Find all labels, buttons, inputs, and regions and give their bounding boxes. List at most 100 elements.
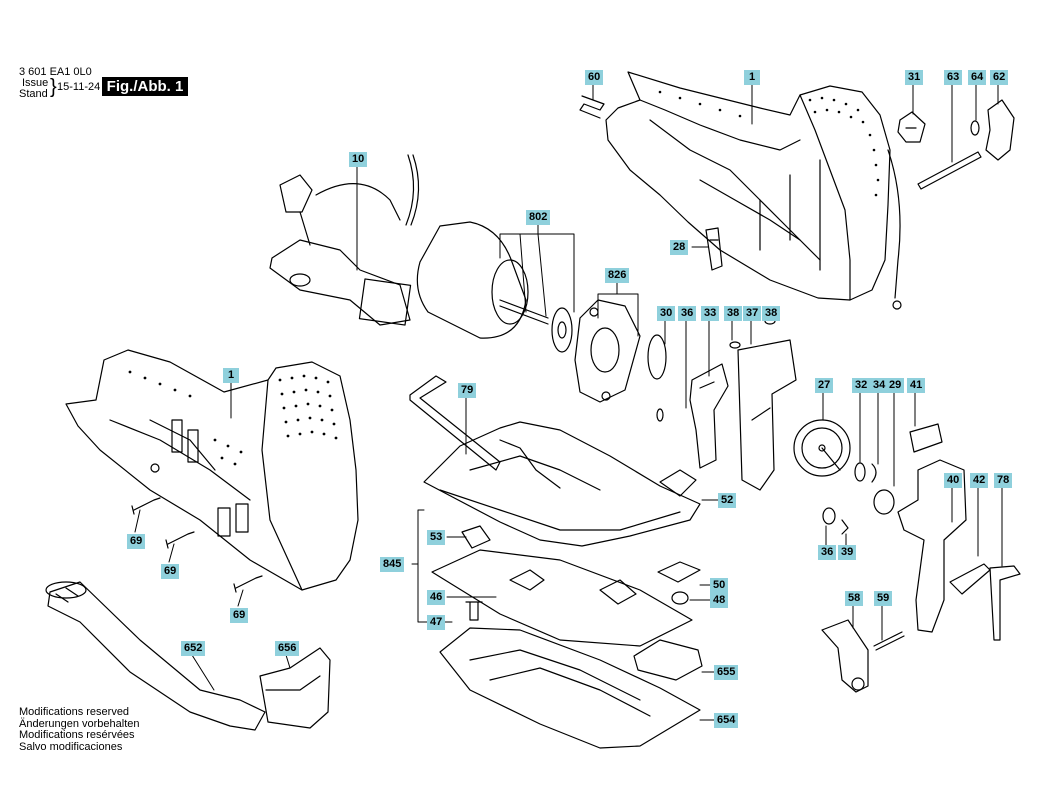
note-en: Modifications reserved	[19, 706, 130, 718]
note-fr: Modifications resérvées	[19, 729, 135, 742]
callout-53[interactable]: 53	[427, 530, 446, 545]
bushing-41	[909, 423, 943, 453]
callout-63[interactable]: 63	[944, 70, 963, 85]
pin-64	[970, 120, 980, 136]
allen-key-79	[409, 375, 501, 471]
callout-32[interactable]: 32	[852, 378, 871, 393]
pin-38a	[729, 341, 741, 349]
callout-69-a[interactable]: 69	[127, 534, 146, 549]
callout-79[interactable]: 79	[458, 383, 477, 398]
spring-clip-60	[579, 95, 605, 119]
modifications-notes: Modifications reserved Änderungen vorbeh…	[19, 706, 140, 753]
pin-63	[917, 151, 982, 190]
callout-33[interactable]: 33	[701, 306, 720, 321]
callout-40[interactable]: 40	[944, 473, 963, 488]
callout-64[interactable]: 64	[968, 70, 987, 85]
callout-50[interactable]: 50	[710, 578, 729, 593]
stroke-rod-40	[897, 459, 967, 633]
callout-36-bottom[interactable]: 36	[818, 545, 837, 560]
callout-60[interactable]: 60	[585, 70, 604, 85]
leader-lines	[134, 83, 1003, 721]
callout-37[interactable]: 37	[743, 306, 762, 321]
callout-1-rear[interactable]: 1	[744, 70, 760, 85]
housing-texture-rear	[658, 90, 880, 197]
roller-29	[873, 489, 895, 515]
callout-48[interactable]: 48	[710, 593, 729, 608]
issue-label: Issue	[22, 77, 49, 89]
lever-42	[949, 563, 991, 595]
guide-plate-33	[689, 363, 729, 469]
adjuster-50	[657, 561, 701, 583]
callout-59[interactable]: 59	[874, 591, 893, 606]
callout-802[interactable]: 802	[526, 210, 551, 225]
callout-41[interactable]: 41	[907, 378, 926, 393]
housing-texture-front	[128, 370, 338, 466]
callout-656[interactable]: 656	[275, 641, 300, 656]
knob-48	[671, 591, 689, 605]
callout-10[interactable]: 10	[349, 152, 368, 167]
callout-845[interactable]: 845	[380, 557, 405, 572]
callout-78[interactable]: 78	[994, 473, 1013, 488]
housing-shell-rear	[605, 71, 902, 310]
guide-shoe-46	[431, 549, 693, 647]
brace-glyph: }	[50, 76, 57, 98]
gear-27	[793, 419, 851, 477]
callout-31[interactable]: 31	[905, 70, 924, 85]
allen-key-78	[989, 565, 1021, 641]
base-cover-654	[439, 627, 701, 749]
callout-1-front[interactable]: 1	[223, 368, 239, 383]
callout-38-left[interactable]: 38	[724, 306, 743, 321]
lever-62	[985, 99, 1015, 161]
note-de: Änderungen vorbehalten	[19, 717, 140, 730]
callout-46[interactable]: 46	[427, 590, 446, 605]
note-es: Salvo modificaciones	[19, 740, 123, 753]
callout-30[interactable]: 30	[657, 306, 676, 321]
washer-36b	[822, 507, 836, 525]
ring-32	[854, 462, 866, 482]
clip-39	[841, 519, 849, 535]
callout-28[interactable]: 28	[670, 240, 689, 255]
housing-shell-front	[65, 349, 359, 591]
issue-date: 15-11-24	[57, 81, 101, 93]
screw-69b	[165, 531, 195, 549]
motor-802	[416, 221, 573, 353]
doc-number: 3 601 EA1 0L0	[19, 66, 92, 78]
washer-30	[647, 334, 667, 380]
chip-guard-656	[259, 647, 331, 729]
callout-39[interactable]: 39	[838, 545, 857, 560]
clamp-655	[633, 639, 703, 681]
callout-29[interactable]: 29	[886, 378, 905, 393]
callout-47[interactable]: 47	[427, 615, 446, 630]
counterweight-37	[737, 339, 797, 491]
callout-652[interactable]: 652	[181, 641, 206, 656]
pin-28	[705, 227, 723, 271]
callout-36-top[interactable]: 36	[678, 306, 697, 321]
callout-826[interactable]: 826	[605, 268, 630, 283]
stand-label: Stand	[19, 88, 48, 100]
callout-62[interactable]: 62	[990, 70, 1009, 85]
callout-58[interactable]: 58	[845, 591, 864, 606]
bearing-plate-826	[574, 299, 641, 403]
callout-27[interactable]: 27	[815, 378, 834, 393]
screw-69c	[233, 575, 263, 593]
callout-52[interactable]: 52	[718, 493, 737, 508]
screw-47	[465, 601, 483, 621]
dust-adapter-652	[45, 581, 266, 731]
pin-59	[873, 631, 905, 651]
callout-69-c[interactable]: 69	[230, 608, 249, 623]
callout-655[interactable]: 655	[714, 665, 739, 680]
figure-badge: Fig./Abb. 1	[102, 77, 188, 96]
clamp-31	[897, 111, 926, 143]
callout-654[interactable]: 654	[714, 713, 739, 728]
clip-34	[871, 463, 877, 483]
base-plate-assembly	[423, 421, 701, 549]
screw-69a	[131, 497, 161, 515]
callout-69-b[interactable]: 69	[161, 564, 180, 579]
washer-36	[656, 408, 664, 422]
switch-module-10	[269, 154, 420, 326]
callout-42[interactable]: 42	[970, 473, 989, 488]
roller-lever-58	[821, 619, 869, 693]
callout-38-right[interactable]: 38	[762, 306, 781, 321]
callout-34[interactable]: 34	[870, 378, 889, 393]
